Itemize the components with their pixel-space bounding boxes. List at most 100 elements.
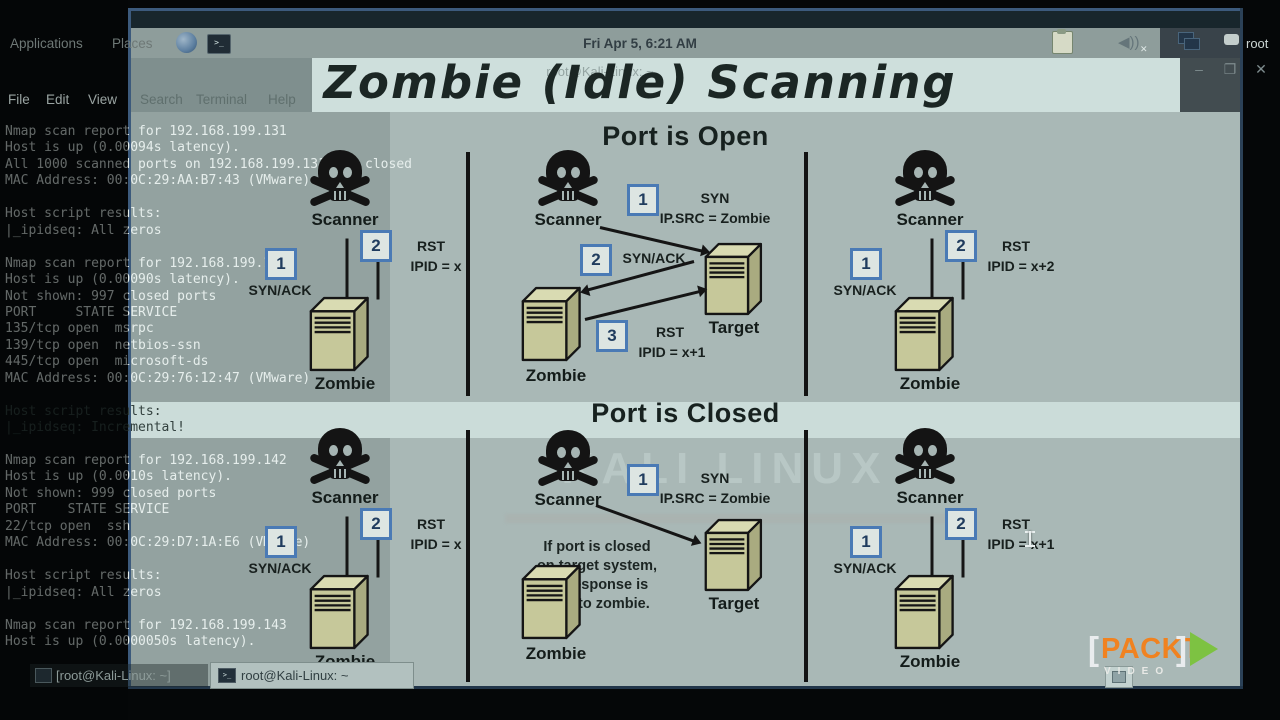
target-label: Target	[708, 594, 760, 613]
arrow-syn-icon	[599, 226, 703, 253]
ipid-label: IPID = x	[410, 258, 462, 274]
zombie-label: Zombie	[314, 374, 376, 393]
title-band	[312, 58, 1180, 112]
slide-top-strip	[128, 8, 1243, 28]
target-label: Target	[708, 318, 760, 337]
desktop-dim-strip	[0, 0, 128, 720]
arrow-down-icon	[345, 238, 349, 299]
syn-ack-label: SYN/ACK	[248, 282, 312, 298]
step-2-box: 2	[945, 230, 977, 262]
server-icon	[893, 292, 963, 376]
arrow-syn-icon	[595, 504, 695, 543]
syn-label: SYN	[700, 470, 730, 486]
overlay-border-top	[128, 8, 1243, 11]
divider-top-right	[804, 152, 808, 396]
scanner-label: Scanner	[311, 488, 379, 507]
menu-edit[interactable]: Edit	[46, 92, 70, 107]
zombie-label: Zombie	[525, 366, 587, 385]
packt-video-logo: [ PACKT ] VIDEO	[1088, 630, 1238, 682]
volume-icon[interactable]: ◀))	[1118, 34, 1140, 51]
overlay-border-left	[128, 8, 131, 689]
minimize-button[interactable]: –	[1195, 61, 1203, 77]
kali-logo-icon[interactable]	[176, 32, 197, 53]
ipid-label: IPID = x	[410, 536, 462, 552]
skull-icon	[534, 150, 602, 212]
menu-help[interactable]: Help	[268, 92, 296, 107]
server-icon	[703, 514, 771, 596]
server-icon	[893, 570, 963, 654]
step-3-box: 3	[596, 320, 628, 352]
server-icon	[520, 282, 590, 366]
taskbar-tray-icon[interactable]	[1105, 666, 1133, 688]
places-menu[interactable]: Places	[112, 36, 153, 51]
skull-icon	[306, 428, 374, 490]
panel-user-label[interactable]: root	[1246, 36, 1269, 51]
section-heading-open: Port is Open	[602, 121, 769, 151]
rst-label: RST	[417, 238, 445, 254]
maximize-button[interactable]: ❐	[1223, 61, 1237, 77]
close-button[interactable]: ✕	[1255, 61, 1267, 77]
zombie-label: Zombie	[899, 652, 961, 671]
text-cursor-icon	[1024, 531, 1036, 547]
titlebar-left-region	[128, 58, 312, 112]
step-1-box: 1	[265, 526, 297, 558]
menu-file[interactable]: File	[8, 92, 30, 107]
scanner-label: Scanner	[534, 490, 602, 509]
watermark-subtitle-blur	[505, 514, 955, 523]
skull-icon	[891, 150, 959, 212]
scanner-label: Scanner	[896, 488, 964, 507]
syn-ack-label: SYN/ACK	[622, 250, 686, 266]
diagram-closed-middle: Scanner 1 SYN IP.SRC = Zombie Target If …	[472, 430, 805, 682]
ipsrc-label: IP.SRC = Zombie	[659, 490, 771, 506]
server-icon	[703, 238, 771, 320]
applications-menu[interactable]: Applications	[10, 36, 83, 51]
clipboard-icon[interactable]	[1052, 29, 1073, 54]
step-1-box: 1	[627, 464, 659, 496]
taskbar-item-active[interactable]: >_ root@Kali-Linux: ~	[210, 662, 414, 689]
terminal-launcher-icon[interactable]: >_	[207, 34, 231, 54]
scanner-label: Scanner	[896, 210, 964, 229]
taskbar-item-minimized[interactable]: [root@Kali-Linux: ~]	[30, 664, 208, 687]
diagram-closed-right: Scanner 1 SYN/ACK 2 RST IPID = x+1 Zombi…	[785, 428, 1065, 682]
step-1-box: 1	[627, 184, 659, 216]
menu-search[interactable]: Search	[140, 92, 183, 107]
step-1-box: 1	[850, 526, 882, 558]
diagram-closed-left: Scanner 1 SYN/ACK 2 RST IPID = x Zombie	[200, 428, 480, 682]
window-title: root@Kali-Linux: ~	[546, 64, 654, 79]
scanner-label: Scanner	[311, 210, 379, 229]
logo-bracket-right: ]	[1176, 630, 1187, 667]
scanner-label: Scanner	[534, 210, 602, 229]
server-icon	[520, 560, 590, 644]
divider-top-left	[466, 152, 470, 396]
rst-label: RST	[656, 324, 684, 340]
divider-bottom-left	[466, 430, 470, 682]
panel-band	[128, 28, 1160, 58]
syn-ack-label: SYN/ACK	[833, 560, 897, 576]
skull-icon	[306, 150, 374, 212]
diagram-open-right: Scanner 1 SYN/ACK 2 RST IPID = x+2 Zombi…	[785, 150, 1065, 404]
step-2-box: 2	[360, 508, 392, 540]
rst-label: RST	[1002, 238, 1030, 254]
terminal-icon: >_	[218, 668, 236, 683]
zombie-label: Zombie	[525, 644, 587, 663]
clock[interactable]: Fri Apr 5, 6:21 AM	[583, 36, 697, 51]
divider-bottom-right	[804, 430, 808, 682]
diagram-open-left: Scanner 1 SYN/ACK 2 RST IPID = x Zombie	[200, 150, 480, 404]
diagram-open-middle: Scanner 1 SYN IP.SRC = Zombie Target 2 S…	[472, 150, 805, 397]
skull-icon	[534, 430, 602, 492]
menu-terminal[interactable]: Terminal	[196, 92, 248, 107]
terminal-icon	[35, 668, 52, 683]
menu-view[interactable]: View	[88, 92, 118, 107]
slide-title: Zombie (Idle) Scanning	[323, 56, 957, 109]
rst-label: RST	[1002, 516, 1030, 532]
arrow-rst-icon	[584, 290, 700, 321]
step-1-box: 1	[265, 248, 297, 280]
chat-icon[interactable]	[1224, 34, 1239, 45]
titlebar-right-region	[1180, 58, 1243, 112]
ipsrc-label: IP.SRC = Zombie	[659, 210, 771, 226]
section-heading-closed: Port is Closed	[591, 398, 780, 428]
logo-bracket-left: [	[1088, 630, 1099, 667]
syn-ack-label: SYN/ACK	[833, 282, 897, 298]
step-2-box: 2	[580, 244, 612, 276]
logo-video-label: VIDEO	[1104, 666, 1171, 677]
